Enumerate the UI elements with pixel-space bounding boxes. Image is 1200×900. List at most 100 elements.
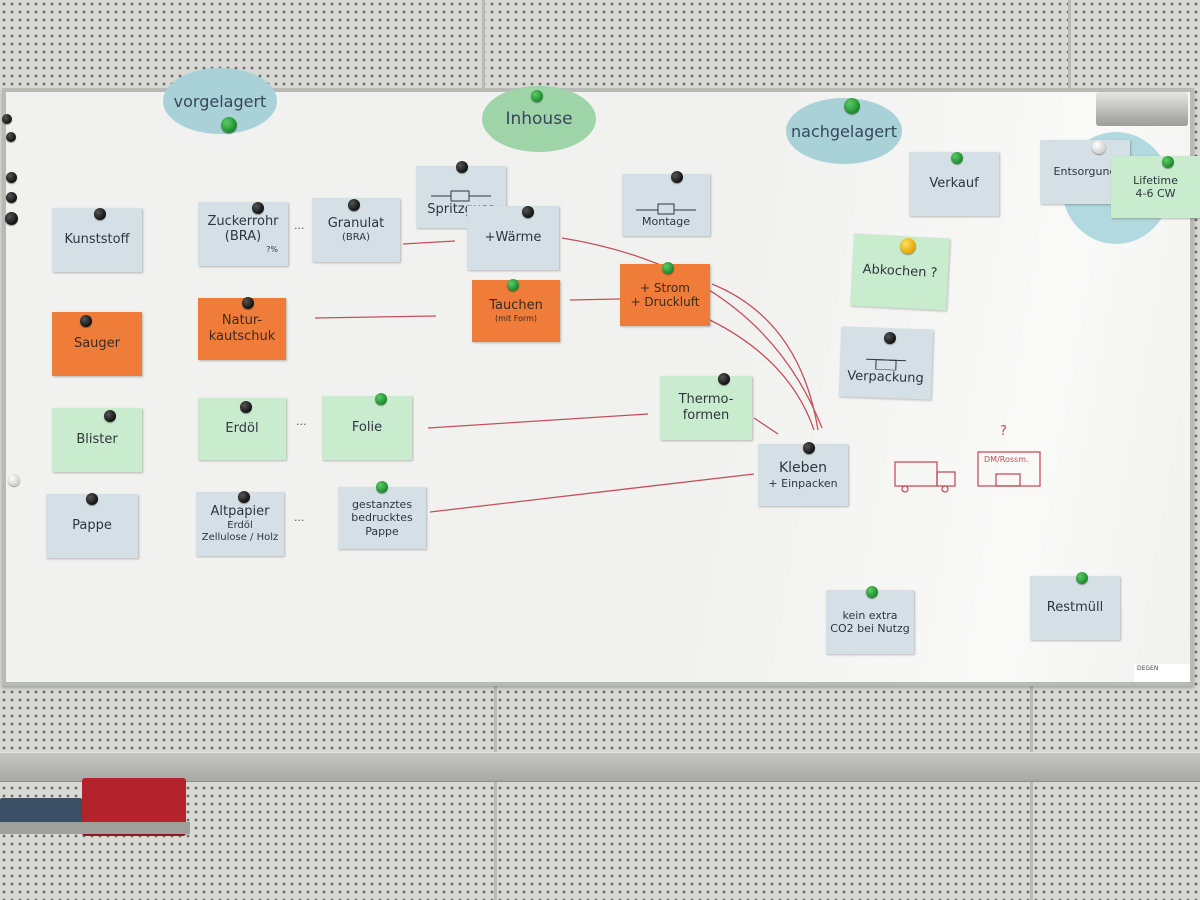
note-text: +Wärme bbox=[484, 230, 542, 246]
note-text: Natur- bbox=[221, 313, 263, 329]
loose-magnet[interactable] bbox=[6, 172, 17, 183]
magnet[interactable] bbox=[951, 152, 963, 164]
note-text: + Druckluft bbox=[630, 295, 700, 309]
magnet[interactable] bbox=[1162, 156, 1174, 168]
loose-magnet[interactable] bbox=[6, 132, 16, 142]
note-text: Verkauf bbox=[929, 176, 979, 192]
note-text: (BRA) bbox=[341, 231, 371, 243]
magnet[interactable] bbox=[844, 98, 860, 114]
note-text: Zellulose / Holz bbox=[201, 531, 279, 543]
note-naturkautschuk[interactable]: Natur- kautschuk bbox=[198, 298, 286, 360]
note-kunststoff[interactable]: Kunststoff bbox=[52, 208, 142, 272]
magnet[interactable] bbox=[238, 491, 250, 503]
magnet[interactable] bbox=[522, 206, 534, 218]
note-text: Blister bbox=[76, 432, 118, 448]
magnet[interactable] bbox=[80, 315, 92, 327]
machine-sketch-icon bbox=[431, 190, 491, 202]
note-text: Entsorgung bbox=[1053, 165, 1117, 179]
note-text: Pappe bbox=[365, 524, 399, 538]
magnet[interactable] bbox=[242, 297, 254, 309]
note-text: Restmüll bbox=[1046, 600, 1104, 616]
note-tauchen[interactable]: Tauchen (mit Form) bbox=[472, 280, 560, 342]
category-label: vorgelagert bbox=[173, 91, 267, 111]
board-logo: DEGEN bbox=[1134, 664, 1190, 682]
note-sauger[interactable]: Sauger bbox=[52, 312, 142, 376]
magnet[interactable] bbox=[662, 262, 674, 274]
side-shelf bbox=[0, 822, 190, 834]
category-label: Inhouse bbox=[505, 109, 573, 129]
category-label: nachgelagert bbox=[791, 121, 897, 141]
loose-magnet[interactable] bbox=[6, 192, 17, 203]
store-label: DM/Rossm. bbox=[984, 455, 1029, 464]
note-text: Sauger bbox=[73, 336, 121, 352]
note-montage[interactable]: Montage bbox=[622, 174, 710, 236]
loose-magnet[interactable] bbox=[8, 474, 20, 486]
magnet[interactable] bbox=[507, 279, 519, 291]
note-text: Montage bbox=[642, 214, 690, 228]
wall-panel-seam bbox=[1030, 686, 1033, 900]
note-text: Zuckerrohr bbox=[207, 213, 279, 229]
note-restmuell[interactable]: Restmüll bbox=[1030, 576, 1120, 640]
magnet[interactable] bbox=[104, 410, 116, 422]
note-text: Thermo- bbox=[678, 392, 734, 408]
note-kleben[interactable]: Kleben + Einpacken bbox=[758, 444, 848, 506]
magnet[interactable] bbox=[803, 442, 815, 454]
magnet[interactable] bbox=[884, 332, 896, 344]
magnet[interactable] bbox=[866, 586, 878, 598]
note-text: kein extra bbox=[842, 608, 898, 622]
note-waerme[interactable]: +Wärme bbox=[467, 206, 559, 270]
magnet[interactable] bbox=[456, 161, 468, 173]
note-altpapier[interactable]: Altpapier Erdöl Zellulose / Holz bbox=[196, 492, 284, 556]
question-mark-drawing: ? bbox=[1000, 424, 1007, 439]
magnet[interactable] bbox=[718, 373, 730, 385]
note-thermoformen[interactable]: Thermo- formen bbox=[660, 376, 752, 440]
magnet[interactable] bbox=[348, 199, 360, 211]
magnet[interactable] bbox=[86, 493, 98, 505]
note-text: Folie bbox=[351, 420, 383, 436]
note-strom-druckluft[interactable]: + Strom + Druckluft bbox=[620, 264, 710, 326]
magnet[interactable] bbox=[240, 401, 252, 413]
note-kein-extra-co2[interactable]: kein extra CO2 bei Nutzg bbox=[826, 590, 914, 654]
book-on-shelf bbox=[0, 798, 82, 824]
magnet[interactable] bbox=[1092, 140, 1106, 154]
magnet[interactable] bbox=[375, 393, 387, 405]
note-text: gestanztes bbox=[351, 498, 413, 512]
magnet[interactable] bbox=[221, 117, 237, 133]
line-strom-kleben bbox=[711, 283, 819, 431]
magnet[interactable] bbox=[671, 171, 683, 183]
line-pappe-kleben bbox=[429, 473, 755, 513]
magnet[interactable] bbox=[376, 481, 388, 493]
note-folie[interactable]: Folie bbox=[322, 396, 412, 460]
loose-magnet[interactable] bbox=[5, 212, 18, 225]
loose-magnet[interactable] bbox=[2, 114, 12, 124]
magnet[interactable] bbox=[1076, 572, 1088, 584]
ellipsis: ··· bbox=[294, 222, 305, 235]
magnet[interactable] bbox=[94, 208, 106, 220]
note-gestanztes[interactable]: gestanztes bedrucktes Pappe bbox=[338, 487, 426, 549]
note-text: Lifetime bbox=[1133, 173, 1178, 187]
note-text: + Strom bbox=[640, 280, 690, 295]
note-text: Pappe bbox=[72, 518, 112, 534]
note-granulat[interactable]: Granulat (BRA) bbox=[312, 198, 400, 262]
note-text: (BRA) bbox=[224, 229, 262, 245]
magnet[interactable] bbox=[531, 90, 543, 102]
note-text: Granulat bbox=[327, 216, 385, 232]
magnet[interactable] bbox=[900, 238, 916, 254]
line-naturkautschuk-tauchen bbox=[314, 315, 437, 319]
note-verpackung[interactable]: Verpackung bbox=[838, 326, 934, 400]
magnet[interactable] bbox=[252, 202, 264, 214]
note-text: CO2 bei Nutzg bbox=[830, 622, 910, 635]
note-blister[interactable]: Blister bbox=[52, 408, 142, 472]
line-folie-thermoformen bbox=[427, 413, 649, 429]
wall-panel-seam bbox=[494, 686, 497, 900]
note-text: Kunststoff bbox=[64, 232, 130, 248]
note-zuckerrohr[interactable]: Zuckerrohr (BRA) ?% bbox=[198, 202, 288, 266]
note-text: Tauchen bbox=[489, 298, 543, 314]
note-text: formen bbox=[682, 408, 730, 423]
category-vorgelagert: vorgelagert bbox=[163, 68, 277, 134]
ellipsis: ··· bbox=[294, 514, 305, 527]
package-sketch-icon bbox=[866, 359, 907, 372]
note-lifetime[interactable]: Lifetime 4-6 CW bbox=[1111, 156, 1200, 218]
line-tauchen-strom bbox=[569, 298, 621, 301]
